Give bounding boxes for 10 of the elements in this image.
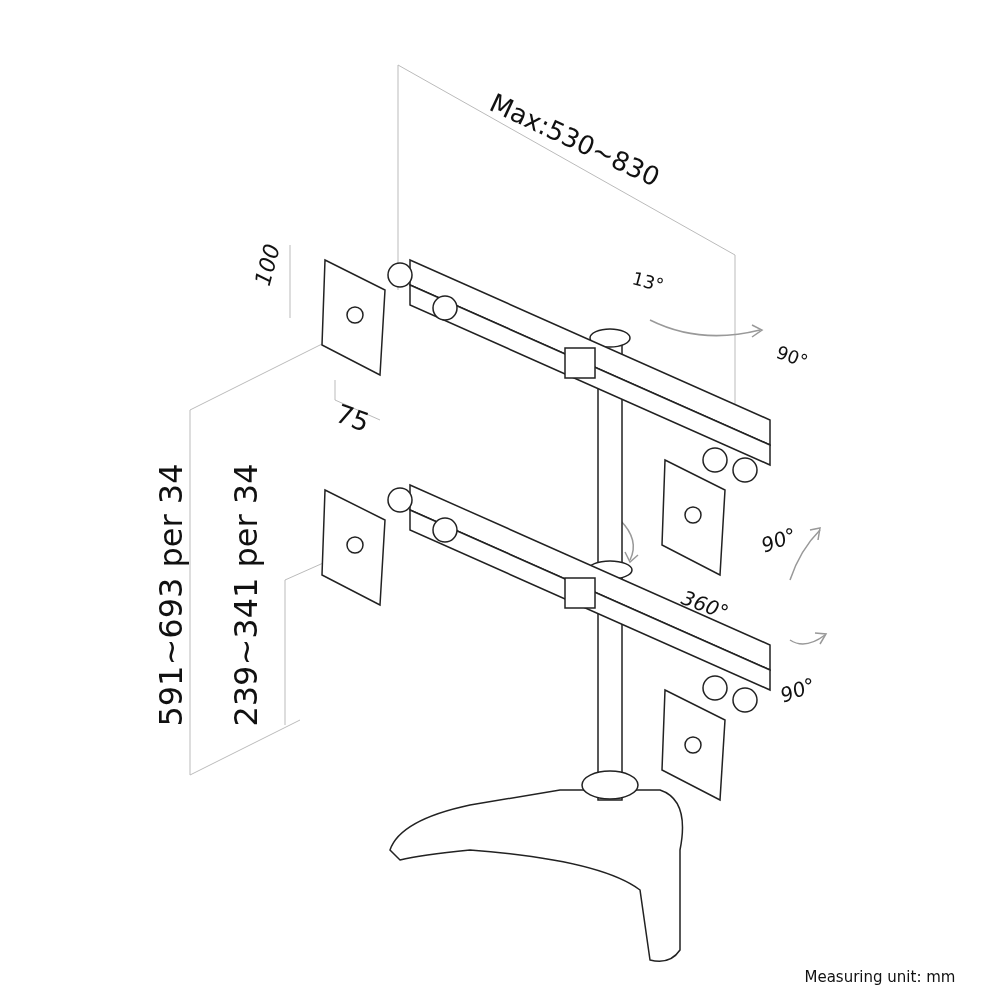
dimension-label: 100 bbox=[251, 241, 285, 289]
dimension-label: 591~693 per 34 bbox=[154, 463, 187, 727]
dimension-label: 75 bbox=[332, 400, 373, 436]
angle-label: 90° bbox=[777, 674, 818, 706]
angle-label: 13° bbox=[630, 269, 666, 295]
angle-label: 90° bbox=[758, 524, 799, 556]
angle-label: 360° bbox=[679, 587, 732, 623]
unit-note: Measuring unit: mm bbox=[804, 969, 956, 985]
angle-label: 90° bbox=[773, 343, 810, 371]
dimension-label: 239~341 per 34 bbox=[229, 463, 262, 727]
